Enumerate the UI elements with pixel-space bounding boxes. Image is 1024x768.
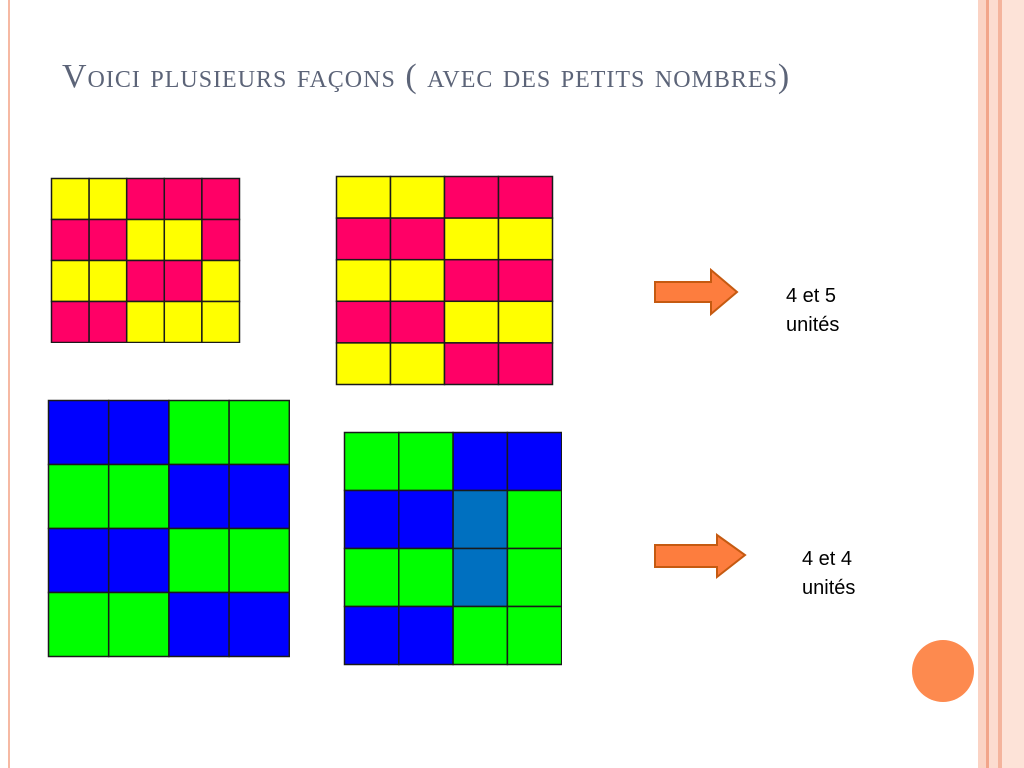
- grid-cell: [335, 300, 392, 344]
- grid-cell: [107, 591, 170, 658]
- grid-cell: [398, 431, 454, 492]
- grid-cell: [125, 177, 166, 221]
- grid-cell: [452, 547, 509, 608]
- grid-cell: [452, 431, 509, 492]
- grid-cell: [497, 342, 554, 386]
- grid-cell: [506, 489, 562, 550]
- label-line: unités: [786, 314, 840, 336]
- grid-cell: [497, 217, 554, 261]
- grid-cell: [506, 547, 562, 608]
- grid-cell: [88, 300, 128, 343]
- grid-cell: [201, 259, 241, 303]
- grid-cell: [163, 218, 203, 262]
- label-4-et-4-unites: 4 et 4 unités: [802, 545, 855, 603]
- grid-cell: [343, 489, 400, 550]
- grid-cell: [201, 300, 241, 343]
- grid-cell: [107, 399, 170, 466]
- grid-pink-yellow-1: [50, 177, 242, 343]
- right-decoration-stripe: [986, 0, 989, 768]
- grid-cell: [168, 527, 230, 594]
- arrow-right-icon: [653, 533, 747, 586]
- grid-cell: [389, 258, 446, 303]
- grid-cell: [497, 258, 554, 303]
- grid-cell: [168, 399, 230, 466]
- grid-cell: [228, 527, 290, 594]
- grid-pink-yellow-2-svg: [335, 175, 554, 386]
- grid-cell: [398, 547, 454, 608]
- grid-cell: [163, 300, 203, 343]
- grid-pink-yellow-2: [335, 175, 554, 386]
- grid-cell: [443, 300, 500, 344]
- grid-cell: [228, 399, 290, 466]
- grid-cell: [343, 431, 400, 492]
- grid-cell: [50, 300, 90, 343]
- grid-cell: [50, 259, 90, 303]
- grid-blue-green-2: [343, 431, 562, 666]
- grid-cell: [398, 489, 454, 550]
- grid-cell: [343, 547, 400, 608]
- grid-cell: [335, 175, 392, 219]
- grid-cell: [443, 175, 500, 219]
- grid-cell: [443, 258, 500, 303]
- label-line: 4 et 4: [802, 548, 853, 570]
- grid-cell: [88, 259, 128, 303]
- grid-cell: [452, 605, 509, 666]
- grid-cell: [201, 177, 241, 221]
- grid-cell: [497, 175, 554, 219]
- label-line: 4 et 5: [786, 285, 837, 307]
- grid-cell: [107, 463, 170, 530]
- grid-cell: [125, 300, 166, 343]
- grid-cell: [163, 259, 203, 303]
- grid-cell: [47, 591, 110, 658]
- grid-cell: [163, 177, 203, 221]
- grid-cell: [335, 258, 392, 303]
- grid-cell: [125, 259, 166, 303]
- arrow-right-icon-svg: [654, 267, 739, 317]
- grid-cell: [443, 217, 500, 261]
- grid-cell: [452, 489, 509, 550]
- grid-cell: [497, 300, 554, 344]
- grid-cell: [389, 342, 446, 386]
- grid-cell: [335, 342, 392, 386]
- grid-blue-green-1: [47, 399, 290, 658]
- grid-cell: [168, 591, 230, 658]
- right-decoration-stripe: [998, 0, 1002, 768]
- decorative-circle-icon: [912, 640, 974, 702]
- grid-cell: [107, 527, 170, 594]
- left-border-line: [8, 0, 10, 768]
- grid-cell: [88, 177, 128, 221]
- arrow-right-icon: [653, 267, 739, 321]
- right-decoration-stripe: [989, 0, 998, 768]
- grid-cell: [335, 217, 392, 261]
- right-decoration-stripe: [978, 0, 986, 768]
- grid-cell: [88, 218, 128, 262]
- grid-cell: [443, 342, 500, 386]
- grid-cell: [50, 218, 90, 262]
- grid-cell: [506, 431, 562, 492]
- grid-cell: [398, 605, 454, 666]
- right-decoration-stripe: [1002, 0, 1024, 768]
- grid-cell: [201, 218, 241, 262]
- label-line: unités: [802, 577, 856, 599]
- grid-blue-green-1-svg: [47, 399, 290, 658]
- slide-title: Voici plusieurs façons ( avec des petits…: [62, 58, 791, 95]
- grid-pink-yellow-1-svg: [50, 177, 241, 343]
- grid-cell: [506, 605, 562, 666]
- grid-cell: [389, 217, 446, 261]
- grid-blue-green-2-svg: [343, 431, 562, 666]
- grid-cell: [389, 175, 446, 219]
- grid-cell: [168, 463, 230, 530]
- grid-cell: [47, 463, 110, 530]
- grid-cell: [125, 218, 166, 262]
- grid-cell: [228, 463, 290, 530]
- grid-cell: [343, 605, 400, 666]
- grid-cell: [228, 591, 290, 658]
- grid-cell: [50, 177, 90, 221]
- grid-cell: [47, 527, 110, 594]
- label-4-et-5-unites: 4 et 5 unités: [786, 282, 839, 340]
- grid-cell: [389, 300, 446, 344]
- arrow-right-icon-svg: [654, 533, 747, 580]
- grid-cell: [47, 399, 110, 466]
